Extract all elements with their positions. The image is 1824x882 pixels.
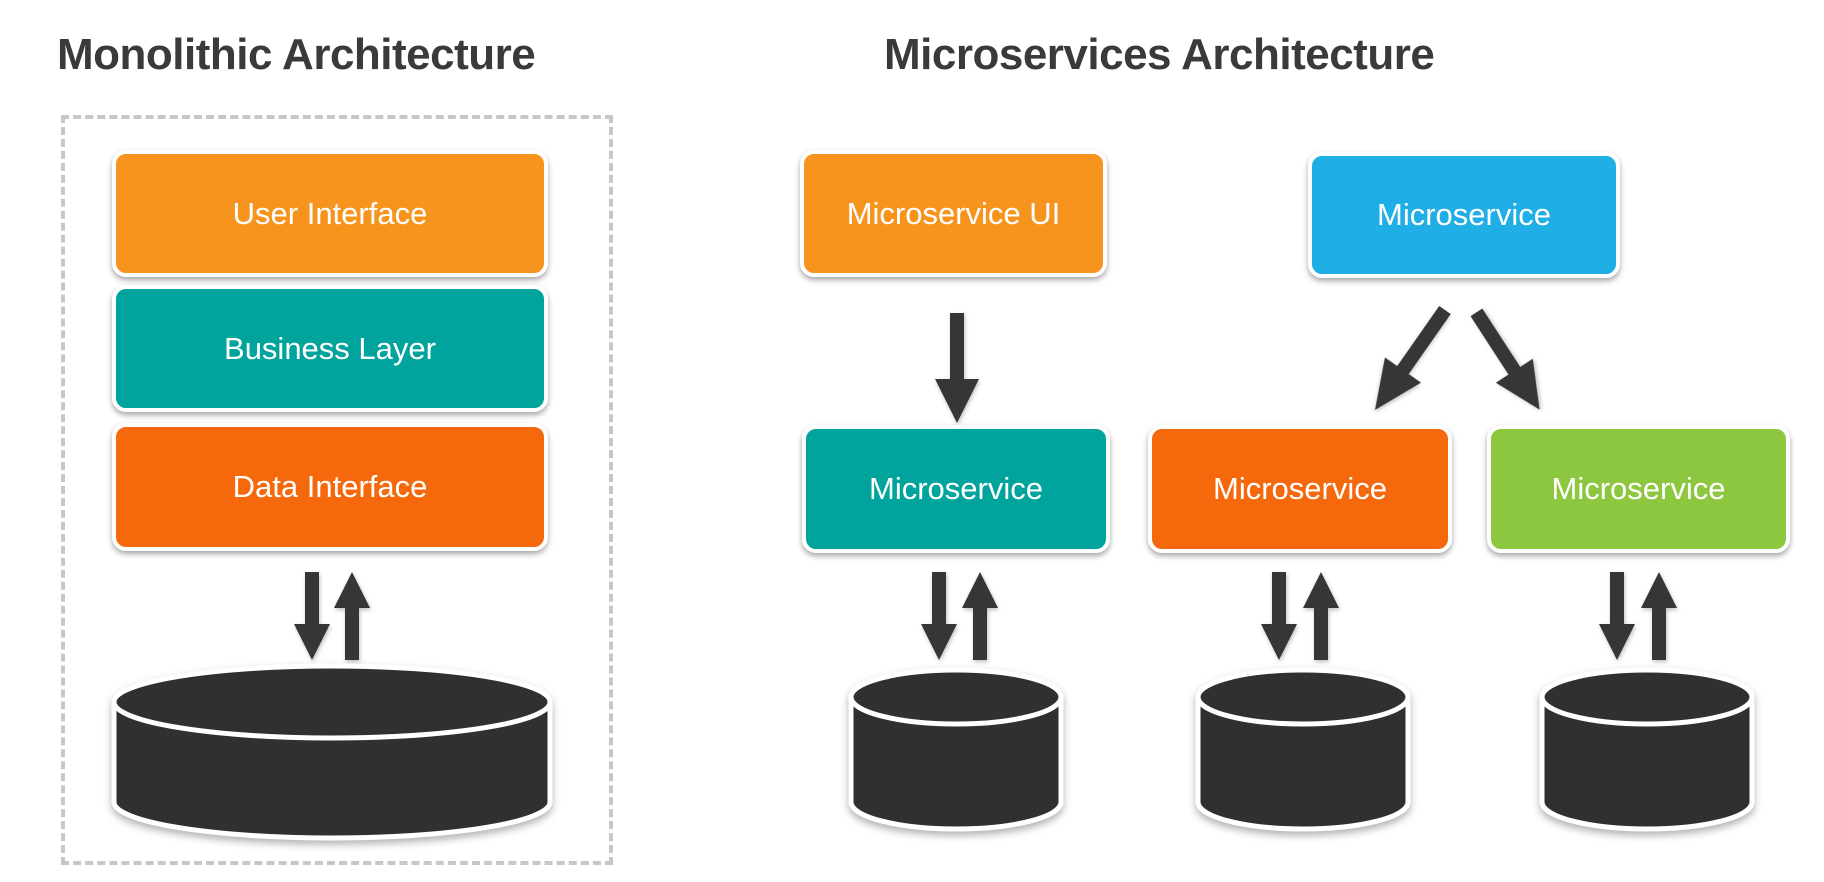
arrow-down-icon — [921, 572, 957, 660]
arrow-down-icon — [294, 572, 330, 660]
arrow-up-icon — [962, 572, 998, 660]
box-label: Microservice — [1551, 471, 1726, 506]
monolith-layer-data-interface: Data Interface — [112, 423, 548, 551]
monolith-boundary-box — [61, 115, 613, 865]
monolith-title: Monolithic Architecture — [57, 30, 536, 79]
arrow-down-icon — [935, 313, 979, 423]
database-cylinder-icon — [848, 667, 1064, 832]
layer-label: Business Layer — [224, 330, 436, 366]
arrow-down-icon — [1261, 572, 1297, 660]
monolith-layer-business-layer: Business Layer — [112, 285, 548, 412]
box-label: Microservice — [1377, 197, 1551, 232]
database-cylinder-icon — [1195, 667, 1411, 832]
microservice-box-3: Microservice — [1487, 425, 1790, 553]
arrow-up-icon — [334, 572, 370, 660]
microservice-box-2: Microservice — [1148, 425, 1452, 553]
box-label: Microservice — [869, 471, 1043, 506]
arrow-diagonal-left-icon — [1375, 306, 1451, 410]
database-cylinder-icon — [1539, 667, 1755, 832]
layer-label: Data Interface — [232, 469, 428, 504]
box-label: Microservice UI — [846, 195, 1061, 231]
microservice-ui-box: Microservice UI — [800, 150, 1107, 277]
arrow-up-icon — [1641, 572, 1677, 660]
arrow-diagonal-right-icon — [1470, 308, 1540, 410]
arrow-down-icon — [1599, 572, 1635, 660]
monolith-layer-user-interface: User Interface — [112, 150, 548, 277]
microservice-box-1: Microservice — [802, 425, 1110, 553]
arrow-up-icon — [1303, 572, 1339, 660]
layer-label: User Interface — [232, 195, 428, 231]
microservice-top-box: Microservice — [1308, 152, 1620, 278]
microservices-title: Microservices Architecture — [884, 30, 1435, 79]
database-cylinder-icon — [111, 663, 553, 841]
box-label: Microservice — [1213, 471, 1387, 506]
